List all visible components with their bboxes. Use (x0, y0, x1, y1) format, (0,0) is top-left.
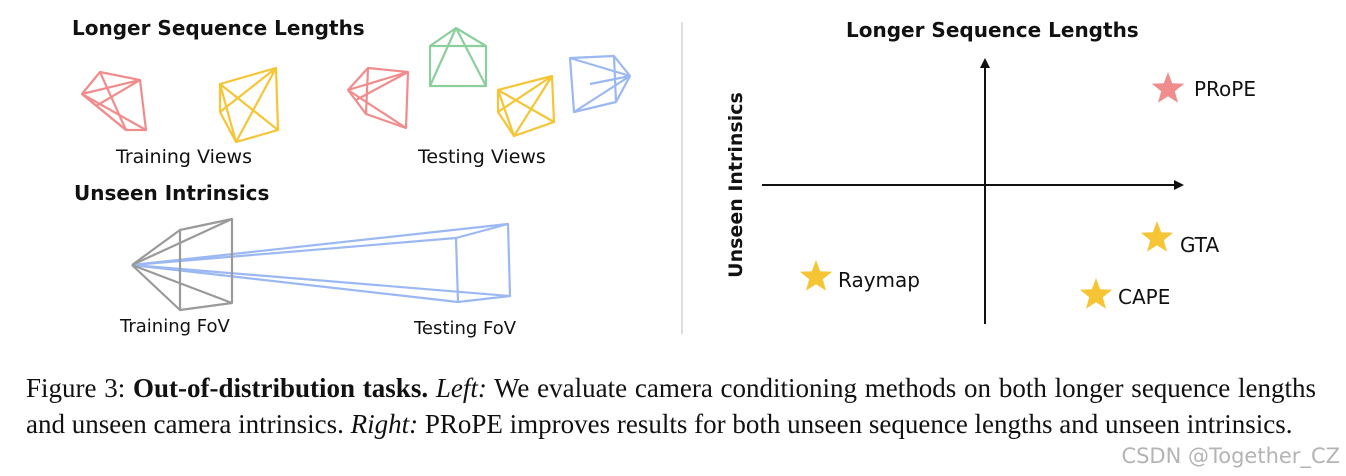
camera-frustum-yellow-testing (496, 74, 556, 138)
camera-frustum-yellow-training (218, 66, 280, 144)
camera-frustum-green-testing (428, 26, 488, 88)
camera-frustum-blue-testing (568, 54, 632, 114)
caption-right-label: Right: (350, 409, 419, 439)
caption-bold-title: Out-of-distribution tasks. (133, 373, 429, 403)
camera-frustum-red-training (80, 70, 148, 132)
intrinsics-title: Unseen Intrinsics (74, 181, 270, 205)
star-cape (1079, 278, 1113, 309)
star-gta (1140, 221, 1174, 252)
caption-right-text: PRoPE improves results for both unseen s… (418, 409, 1293, 439)
point-label-gta: GTA (1180, 233, 1220, 257)
caption-prefix: Figure 3: (26, 373, 134, 403)
star-prope (1151, 72, 1185, 103)
seq-lengths-title: Longer Sequence Lengths (72, 16, 365, 40)
testing-fov-label: Testing FoV (414, 318, 517, 339)
figure-caption: Figure 3: Out-of-distribution tasks. Lef… (26, 370, 1316, 442)
training-fov-frustum (131, 217, 234, 312)
point-label-cape: CAPE (1118, 285, 1171, 309)
y-axis-label: Unseen Intrinsics (725, 92, 747, 278)
caption-left-label: Left: (435, 373, 487, 403)
camera-frustum-red-testing (346, 66, 410, 130)
testing-fov-frustum (131, 222, 512, 304)
point-label-raymap: Raymap (838, 268, 920, 292)
method-stars (799, 72, 1185, 309)
caption-left-text: We evaluate camera conditioning methods … (26, 373, 1317, 439)
star-raymap (799, 260, 833, 291)
point-label-prope: PRoPE (1194, 77, 1256, 101)
watermark: CSDN @Together_CZ (1121, 444, 1340, 468)
chart-title: Longer Sequence Lengths (846, 18, 1139, 42)
training-views-label: Training Views (116, 146, 252, 168)
testing-views-label: Testing Views (418, 146, 546, 168)
training-fov-label: Training FoV (120, 316, 230, 337)
